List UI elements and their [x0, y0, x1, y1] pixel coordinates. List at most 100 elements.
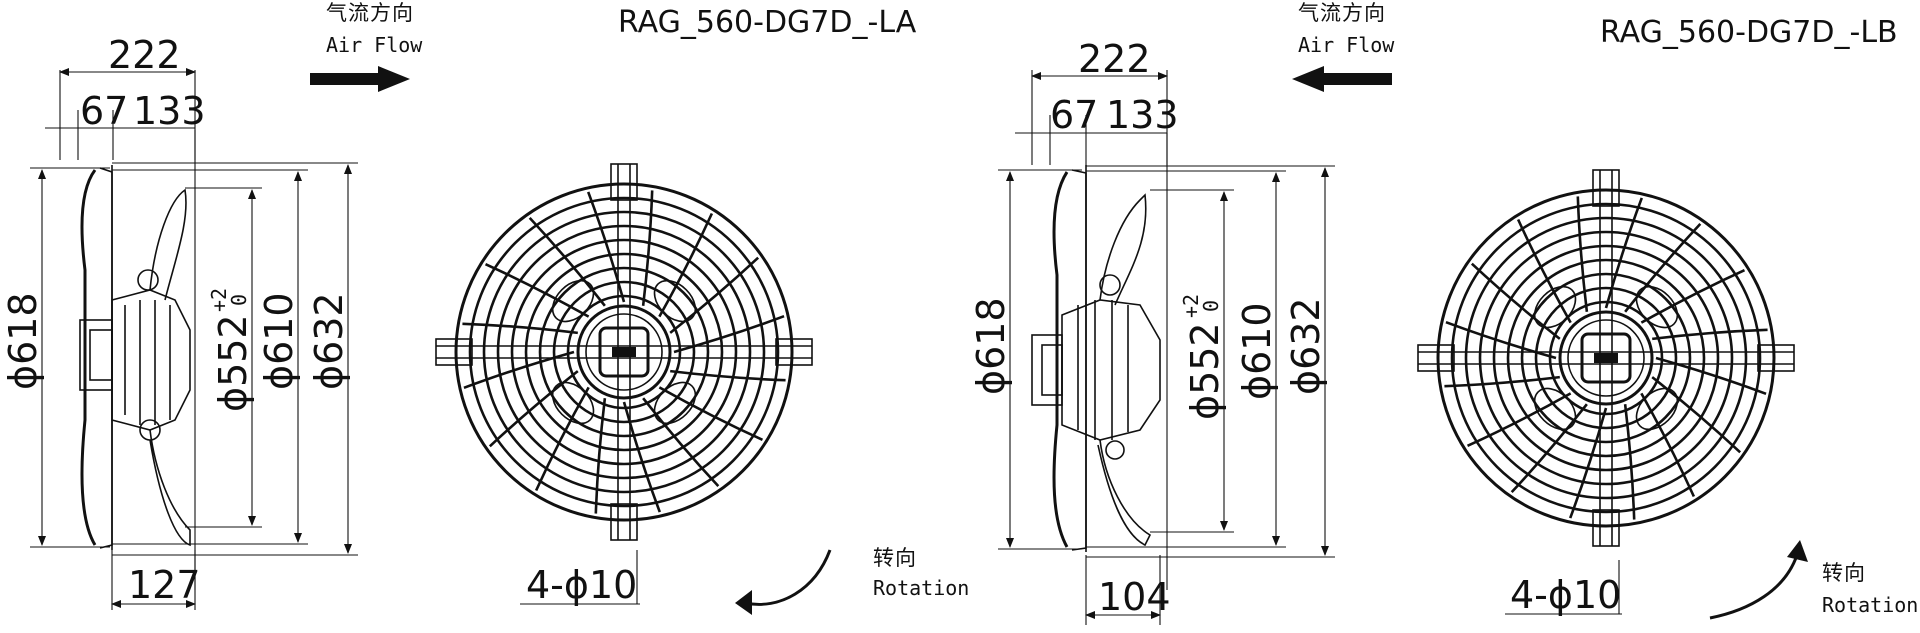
guard-spoke	[1516, 218, 1572, 324]
side-view-top-dims: 222 67 133	[1015, 37, 1179, 165]
motor-hub	[576, 304, 672, 400]
dim-618: ϕ618	[969, 297, 1013, 395]
guard-spoke	[534, 386, 590, 492]
dim-bottom: 127	[128, 563, 201, 607]
guard-ring	[1478, 230, 1734, 486]
dim-552: ϕ552	[211, 314, 255, 412]
guard-spoke	[484, 262, 590, 318]
dim-610: ϕ610	[257, 292, 301, 390]
dim-b: 133	[1106, 93, 1179, 137]
guard-spoke	[1444, 375, 1560, 388]
guard-ring	[1520, 272, 1692, 444]
blade-hub	[1533, 387, 1577, 431]
guard-spoke	[462, 322, 578, 335]
guard-spoke	[658, 212, 714, 318]
guard-spoke	[1624, 222, 1702, 313]
dim-total-length: 222	[108, 33, 181, 77]
mount-bracket	[610, 503, 638, 541]
model-title: RAG_560-DG7D_-LA	[618, 5, 917, 40]
guard-ring	[468, 196, 780, 508]
dim-tolerance-plus: +2	[207, 288, 231, 312]
airflow-label-en: Air Flow	[326, 33, 423, 57]
dim-a: 67	[80, 89, 128, 133]
terminal-box	[1580, 332, 1632, 384]
guard-spoke	[1568, 407, 1608, 519]
front-view-fan-la	[435, 163, 813, 541]
guard-ring	[482, 210, 766, 494]
guard-spoke	[642, 397, 720, 488]
panel-lb: RAG_560-DG7D_-LB 气流方向 Air Flow 222 67 13…	[969, 1, 1918, 625]
rotation-arrow-cw-icon	[1709, 540, 1808, 620]
guard-spoke	[528, 216, 606, 307]
dim-618: ϕ618	[1, 292, 45, 390]
mount-bracket	[435, 338, 473, 366]
side-view-vertical-dims: ϕ618 ϕ552 +2 0 ϕ610 ϕ632	[1, 162, 358, 556]
guard-ring	[1492, 244, 1720, 472]
motor-hub-inner	[1567, 319, 1645, 397]
blade-hub	[551, 381, 595, 425]
guard-spoke	[1652, 328, 1768, 341]
rotation-label-cn: 转向	[1822, 561, 1866, 585]
motor-hub	[1558, 310, 1654, 406]
mount-bracket	[775, 338, 813, 366]
guard-spoke	[622, 401, 662, 513]
mount-bracket	[1417, 344, 1455, 372]
dim-tolerance-plus: +2	[1179, 294, 1203, 318]
dim-total-length: 222	[1078, 37, 1151, 81]
panel-la: RAG_560-DG7D_-LA 气流方向 Air Flow 222 67 13…	[1, 1, 969, 615]
terminal-label	[612, 347, 636, 357]
dim-632: ϕ632	[1284, 297, 1328, 395]
guard-ring	[1506, 258, 1706, 458]
mount-bracket	[1757, 344, 1795, 372]
dim-tolerance-zero: 0	[1199, 300, 1223, 312]
guard-spoke	[463, 350, 575, 390]
airflow-label-cn: 气流方向	[326, 1, 414, 25]
model-title: RAG_560-DG7D_-LB	[1600, 15, 1898, 50]
guard-spoke	[1640, 268, 1746, 324]
guard-spoke	[488, 370, 579, 448]
guard-ring	[496, 224, 752, 480]
dim-holes: 4-ϕ10	[1510, 573, 1621, 617]
dim-tolerance-zero: 0	[227, 294, 251, 306]
guard-ring	[552, 280, 696, 424]
dim-632: ϕ632	[307, 292, 351, 390]
airflow-arrow-left-icon	[1292, 66, 1392, 92]
guard-spoke	[669, 256, 760, 334]
airflow-arrow-right-icon	[310, 66, 410, 92]
mount-bracket	[610, 163, 638, 201]
guard-spoke	[1655, 356, 1767, 396]
blade-hub	[653, 381, 697, 425]
terminal-label	[1594, 353, 1618, 363]
guard-spoke	[1510, 403, 1588, 494]
blade-hub	[1635, 387, 1679, 431]
blade-hub	[653, 279, 697, 323]
dim-a: 67	[1050, 93, 1098, 137]
front-view-fan-lb	[1417, 169, 1795, 547]
guard-spoke	[594, 398, 607, 514]
rotation-label-en: Rotation	[873, 576, 969, 600]
blade-hub	[551, 279, 595, 323]
guard-spoke	[658, 386, 764, 442]
blade-hub	[1635, 285, 1679, 329]
guard-spoke	[1445, 320, 1557, 360]
side-view-fan-lb	[1031, 133, 1168, 590]
guard-spoke	[641, 190, 654, 306]
dim-holes: 4-ϕ10	[526, 563, 637, 607]
blade-hub	[1533, 285, 1577, 329]
guard-spoke	[1651, 376, 1742, 454]
side-view-bottom-dim: 127	[111, 550, 201, 610]
guard-ring	[524, 252, 724, 452]
rotation-label-en: Rotation	[1822, 593, 1918, 617]
guard-ring	[1464, 216, 1748, 500]
guard-ring	[538, 266, 710, 438]
airflow-label-cn: 气流方向	[1298, 1, 1386, 25]
guard-spoke	[670, 369, 786, 382]
guard-spoke	[1466, 392, 1572, 448]
guard-spoke	[1604, 197, 1644, 309]
guard-ring	[1450, 202, 1762, 514]
guard-spoke	[1470, 262, 1561, 340]
motor-hub-inner	[585, 313, 663, 391]
side-view-vertical-dims: ϕ618 ϕ552 +2 0 ϕ610 ϕ632	[969, 165, 1335, 558]
guard-spoke	[1640, 392, 1696, 498]
